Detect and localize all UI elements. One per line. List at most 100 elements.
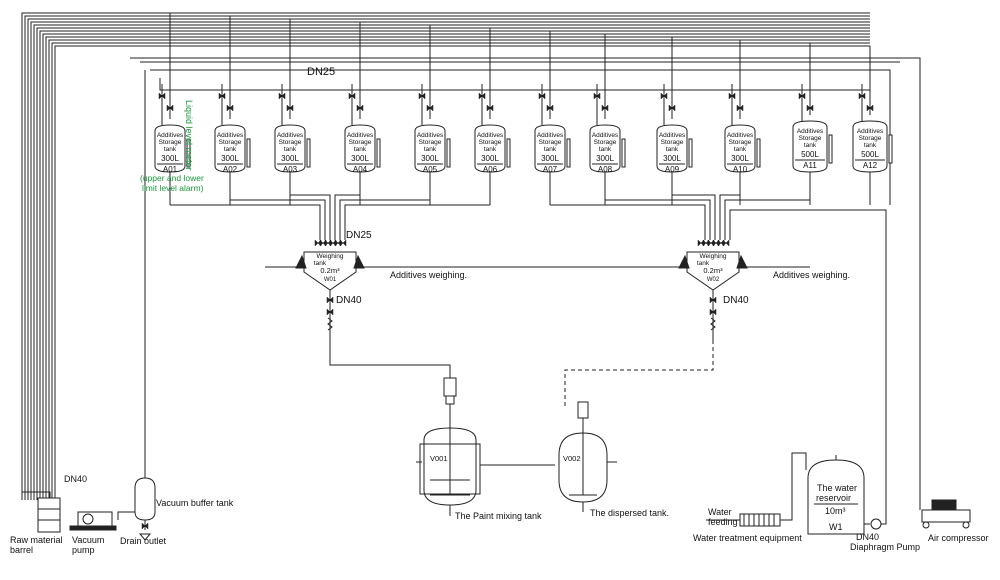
tank-id-label: A07: [543, 165, 558, 174]
valve-icon: [806, 104, 814, 112]
weighing-tank-id: W02: [707, 277, 720, 283]
air-compressor-label: Air compressor: [928, 533, 989, 543]
valve-icon: [697, 239, 705, 247]
tank-label-line-1: Additives: [592, 132, 619, 139]
storage-tank-vessel: [792, 120, 828, 173]
water-reservoir-vessel: [807, 459, 865, 535]
tank-id-label: A12: [863, 161, 878, 170]
weighing-tank-label-2: tank: [697, 260, 710, 267]
valve-icon: [707, 239, 715, 247]
water-feeding-label-1: Water: [708, 507, 732, 517]
valve-icon: [319, 239, 327, 247]
tank-label-line-1: Additives: [477, 132, 504, 139]
vacuum-line-size-label: DN40: [64, 474, 87, 484]
valve-icon: [348, 92, 356, 100]
valve-icon: [660, 92, 668, 100]
feed-bundle-line: [36, 27, 870, 500]
storage-tank-vessel: [589, 124, 621, 173]
tank-capacity-label: 300L: [541, 154, 559, 163]
valve-icon: [226, 104, 234, 112]
storage-tank-vessel: [154, 124, 186, 173]
valve-icon: [736, 104, 744, 112]
raw-material-barrel-icon: [37, 497, 61, 533]
tank-capacity-label: 500L: [801, 150, 819, 159]
jacket-outline: [419, 443, 481, 495]
weighing-tank-label-2: tank: [314, 260, 327, 267]
collect-line-left: [334, 194, 360, 240]
tank-capacity-label: 300L: [663, 154, 681, 163]
water-reservoir-label-1: The water: [817, 483, 857, 493]
dispersed-tank-label: The dispersed tank.: [590, 508, 669, 518]
valve-icon: [712, 239, 720, 247]
valve-icon: [486, 104, 494, 112]
flexible-hose-icon: [327, 317, 333, 331]
diaphragm-pump-label: Diaphragm Pump: [850, 542, 920, 552]
collect-line-right: [672, 194, 716, 240]
valve-icon: [702, 239, 710, 247]
valve-icon: [356, 104, 364, 112]
tank-id-label: A03: [283, 165, 298, 174]
storage-tank-vessel: [534, 124, 566, 173]
weighing-tank-capacity: 0.2m³: [703, 266, 723, 275]
valve-icon: [141, 522, 149, 530]
tank-label-line-2: Storage: [539, 139, 562, 146]
main-dn25-line: [159, 78, 870, 91]
tank-label-line-1: Additives: [347, 132, 374, 139]
valve-icon: [478, 92, 486, 100]
motor-icon: [577, 401, 589, 419]
storage-tank-vessel: [474, 124, 506, 173]
valve-icon: [866, 104, 874, 112]
level-gauge: [888, 134, 893, 164]
tank-label-line-1: Additives: [217, 132, 244, 139]
tank-capacity-label: 300L: [421, 154, 439, 163]
feed-bundle-line: [54, 45, 870, 500]
compressor-wheel-icon: [962, 521, 970, 529]
tank-label-line-2: Storage: [219, 139, 242, 146]
level-gauge: [756, 138, 761, 168]
air-compressor-tank-icon: [921, 509, 971, 523]
valve-icon: [668, 104, 676, 112]
tank-id-label: A06: [483, 165, 498, 174]
feed-bundle-line: [24, 15, 870, 500]
level-gauge: [506, 138, 511, 168]
load-cell-icon: [736, 254, 748, 269]
level-meter-note-line-2: limit level alarm): [142, 183, 204, 193]
weighing-caption: Additives weighing.: [390, 270, 467, 280]
weigh-outlet-1-size-label: DN40: [336, 295, 362, 306]
feed-bundle-line: [33, 24, 870, 500]
weighing-tank-capacity: 0.2m³: [320, 266, 340, 275]
tank-label-line-1: Additives: [277, 132, 304, 139]
tank-capacity-label: 300L: [596, 154, 614, 163]
valve-icon: [722, 239, 730, 247]
valve-icon: [728, 92, 736, 100]
tank-label-line-2: Storage: [279, 139, 302, 146]
water-treatment-label: Water treatment equipment: [693, 533, 802, 543]
main-line-size-label: DN25: [307, 66, 335, 78]
paint-mixing-tank-id: V001: [430, 454, 448, 463]
tank-label-line-3: tank: [734, 146, 747, 153]
compressor-wheel-icon: [922, 521, 930, 529]
vacuum-buffer-tank-vessel: [134, 477, 156, 521]
weigh-outlet-2-size-label: DN40: [723, 295, 749, 306]
pump-head-icon: [82, 513, 94, 525]
tank-label-line-1: Additives: [537, 132, 564, 139]
equipment-layer: [37, 92, 971, 541]
outlet-to-dispersed-tank: [564, 340, 714, 408]
air-line: [130, 57, 921, 510]
tank-capacity-label: 300L: [351, 154, 369, 163]
tank-label-line-2: Storage: [349, 139, 372, 146]
tank-label-line-3: tank: [224, 146, 237, 153]
tank-label-line-2: Storage: [594, 139, 617, 146]
dispersed-tank-vessel: [558, 432, 608, 503]
level-gauge: [246, 138, 251, 168]
tank-label-line-3: tank: [164, 146, 177, 153]
level-gauge: [186, 138, 191, 168]
valve-icon: [418, 92, 426, 100]
level-gauge: [828, 134, 833, 164]
barrel-feed-line: [21, 491, 51, 500]
tank-label-line-3: tank: [599, 146, 612, 153]
water-treatment-equipment-icon: [739, 513, 781, 527]
collect-line-left: [230, 199, 326, 240]
valve-icon: [858, 92, 866, 100]
tank-id-label: A11: [803, 161, 817, 170]
